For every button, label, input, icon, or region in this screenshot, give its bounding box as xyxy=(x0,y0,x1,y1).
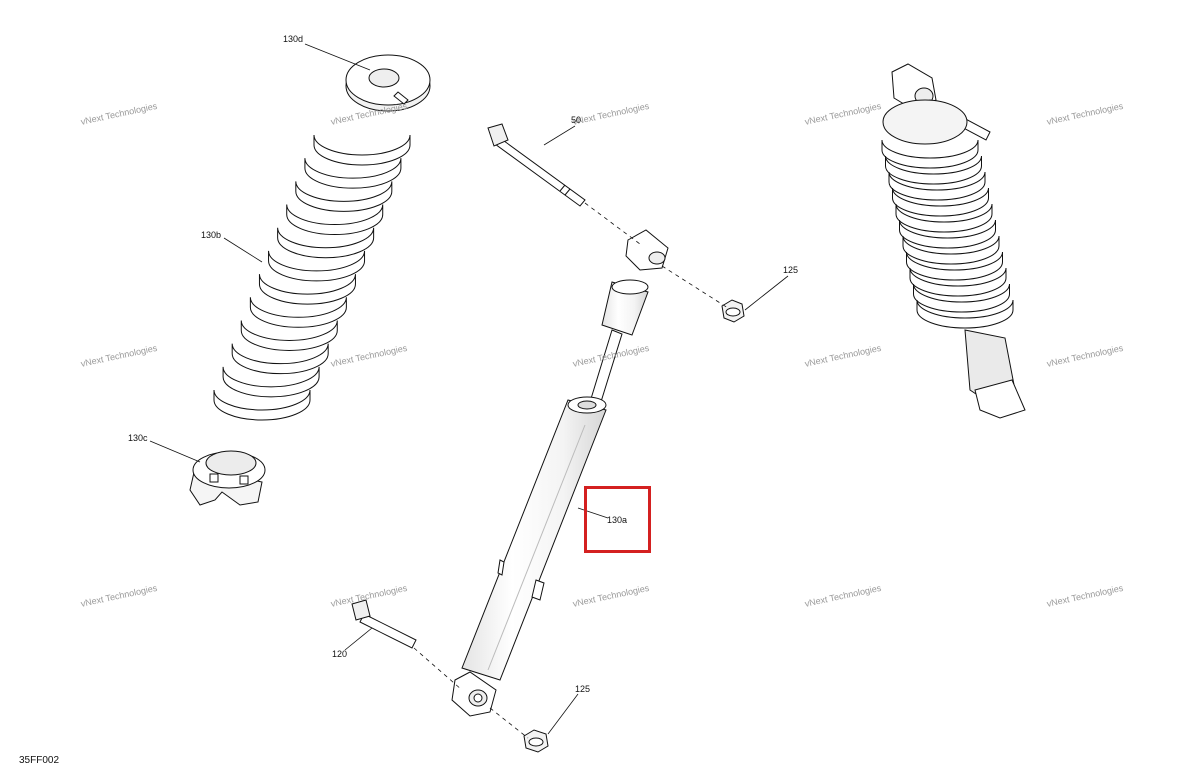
spring-coil xyxy=(286,204,384,236)
lower-eye xyxy=(974,379,1026,419)
spring-coil xyxy=(313,134,411,166)
diagram-code: 35FF002 xyxy=(19,755,60,766)
callout-130c[interactable]: 130c xyxy=(128,433,148,443)
shock-absorber-130a[interactable] xyxy=(451,229,669,717)
spring-coil xyxy=(916,299,1014,329)
nut-125-bottom[interactable] xyxy=(523,729,549,753)
callout-130a[interactable]: 130a xyxy=(607,515,628,525)
coil-spring-130b[interactable] xyxy=(213,134,411,421)
spring-coil xyxy=(899,219,996,249)
spring-coil xyxy=(895,203,993,233)
spring-coil xyxy=(909,267,1007,297)
leader-lines xyxy=(149,43,789,735)
callout-125-top[interactable]: 125 xyxy=(783,265,799,275)
upper-retainer xyxy=(882,99,968,145)
nut-125-top[interactable] xyxy=(721,299,745,323)
spring-coil xyxy=(892,187,989,217)
assembled-shock-assembly[interactable] xyxy=(881,63,1026,419)
spring-coil xyxy=(258,274,356,305)
callout-120[interactable]: 120 xyxy=(332,649,348,659)
spring-coil xyxy=(268,250,366,282)
callout-130d[interactable]: 130d xyxy=(283,34,304,44)
spring-coil xyxy=(902,235,1000,265)
bolt-120[interactable] xyxy=(351,599,417,649)
alignment-dashed-lines xyxy=(413,202,729,739)
highlight-box-130a xyxy=(584,486,651,553)
spring-coil xyxy=(295,181,393,212)
callout-125-bottom[interactable]: 125 xyxy=(575,684,591,694)
spring-coil xyxy=(881,139,979,169)
spring-coil xyxy=(231,343,329,375)
spring-coil xyxy=(304,158,402,189)
bolt-50[interactable] xyxy=(487,123,586,207)
spring-coil xyxy=(249,297,347,328)
callout-50[interactable]: 50 xyxy=(571,115,582,125)
spring-coil xyxy=(888,171,986,201)
spring-coil xyxy=(906,251,1003,281)
spring-seat-130c[interactable] xyxy=(189,450,266,506)
callout-130b[interactable]: 130b xyxy=(201,230,222,240)
spring-coil xyxy=(222,366,320,398)
spring-coil xyxy=(240,320,338,351)
spring-retainer-130d[interactable] xyxy=(345,54,431,112)
spring-coil xyxy=(885,155,982,185)
spring-coil xyxy=(277,227,375,259)
spring-coil xyxy=(213,389,311,421)
spring-coil xyxy=(913,283,1010,313)
